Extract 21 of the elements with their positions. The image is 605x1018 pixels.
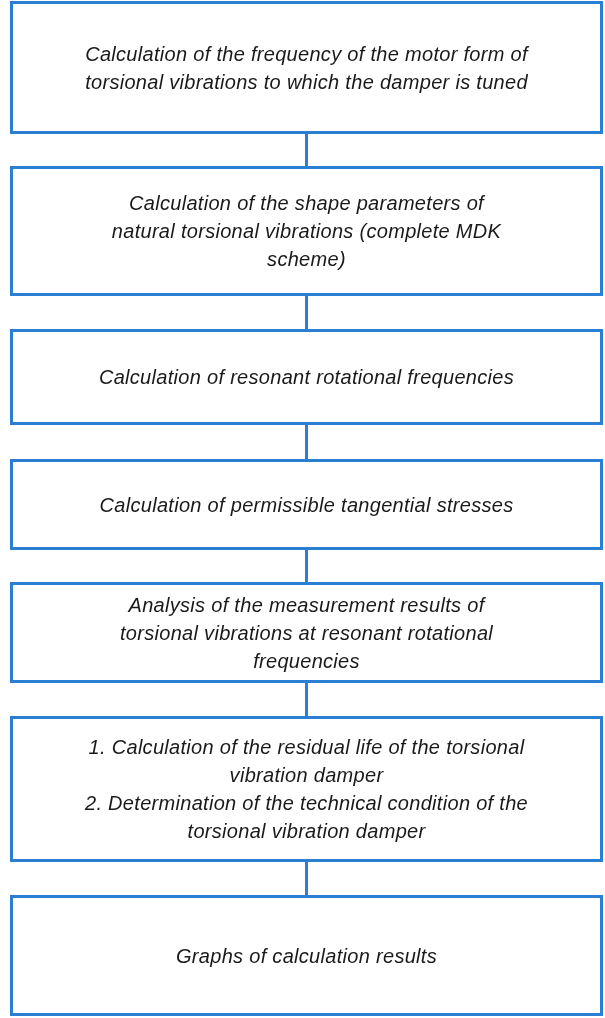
connector-line	[305, 683, 308, 716]
connector-line	[305, 134, 308, 166]
connector-line	[305, 296, 308, 329]
connector-line	[305, 862, 308, 895]
connector-line	[305, 425, 308, 459]
step-text: Calculation of the frequency of the motor form of torsional vibrations to which the damper is tuned	[84, 41, 531, 95]
process-box	[10, 895, 603, 1016]
step-text: Calculation of resonant rotational frequencies	[98, 365, 515, 390]
step-text: 2. Determination of the technical condition of the torsional vibration damper	[83, 791, 529, 844]
step-text: Analysis of the measurement results of torsional vibrations at resonant rotational frequencies	[118, 592, 495, 674]
process-box	[10, 582, 603, 683]
process-box	[10, 166, 603, 296]
step-text: 1. Calculation of the residual life of the torsional vibration damper	[87, 735, 526, 788]
process-box	[10, 716, 603, 862]
step-text: Calculation of permissible tangential stresses	[99, 492, 514, 518]
step-text: Graphs of calculation results	[175, 943, 437, 969]
process-box	[10, 459, 603, 550]
step-text: Calculation of the shape parameters of natural torsional vibrations (complete MDK scheme)	[111, 191, 502, 272]
process-box	[10, 1, 603, 134]
connector-line	[305, 550, 308, 582]
process-box	[10, 329, 603, 425]
